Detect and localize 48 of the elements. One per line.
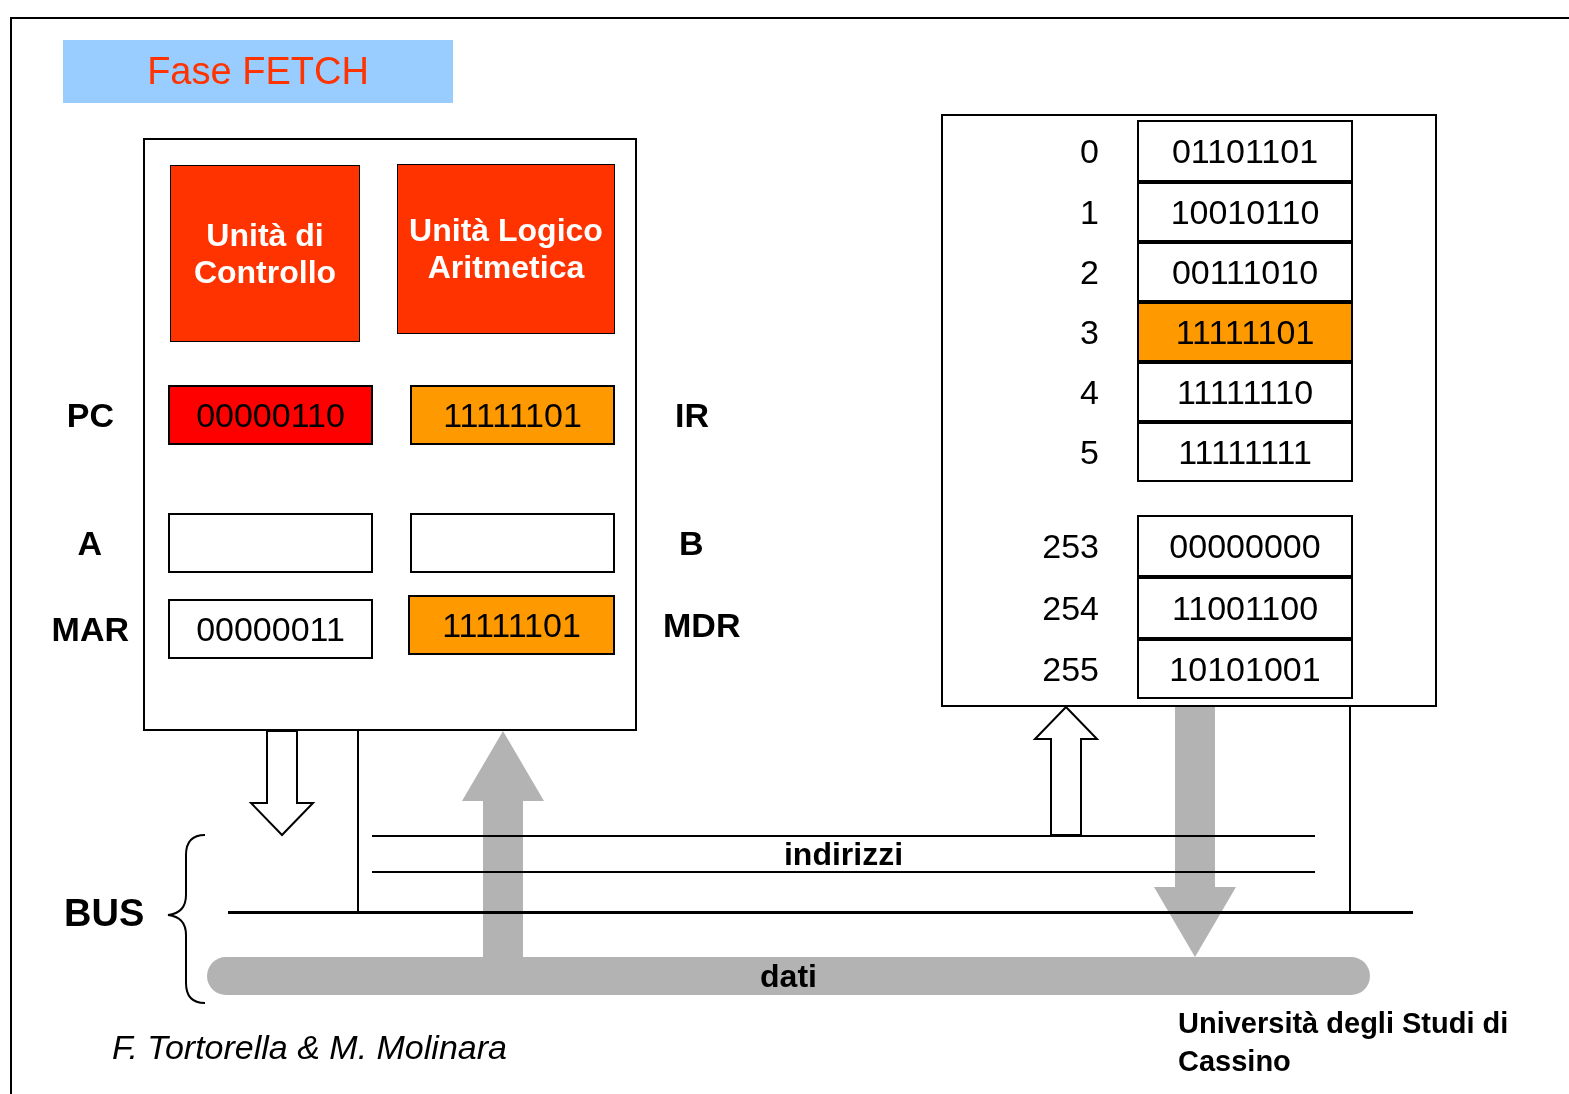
- register-name: A: [77, 523, 102, 563]
- memory-value: 11111110: [1176, 372, 1314, 412]
- memory-address: 255: [1042, 649, 1099, 689]
- register-value: 00000011: [196, 609, 345, 649]
- memory-value: 00000000: [1169, 526, 1321, 566]
- address-bus: [372, 835, 1315, 873]
- memory-value: 00111010: [1171, 252, 1319, 292]
- register-name: MAR: [51, 609, 129, 649]
- memory-value: 01101101: [1171, 131, 1319, 171]
- unit-box: [170, 165, 360, 342]
- memory-address: 4: [1080, 372, 1099, 412]
- memory-address: 1: [1080, 192, 1099, 232]
- memory-address: 2: [1080, 252, 1099, 292]
- bus-label: BUS: [64, 892, 145, 935]
- unit-label: Unità Logico Aritmetica: [408, 212, 604, 286]
- bus-label: indirizzi: [783, 835, 904, 873]
- block-arrow: [1154, 707, 1236, 957]
- register-name: IR: [675, 395, 709, 435]
- memory-value: 10010110: [1170, 192, 1320, 232]
- block-arrow: [1032, 705, 1100, 836]
- data-bus-bar: [207, 957, 1370, 995]
- register-value: 11111101: [442, 605, 581, 645]
- university-name: Università degli Studi di Cassino: [1178, 1006, 1510, 1079]
- memory-address: 253: [1042, 526, 1099, 566]
- memory-value: 11111111: [1178, 432, 1312, 472]
- control-bus-line: [228, 911, 1413, 914]
- register-name: B: [679, 523, 704, 563]
- block-arrow: [462, 731, 544, 957]
- unit-box: [397, 164, 615, 334]
- register-value: 11111101: [443, 395, 582, 435]
- connector-line: [1349, 706, 1351, 912]
- memory-address: 254: [1042, 588, 1099, 628]
- memory-address: 3: [1080, 312, 1099, 352]
- memory-address: 0: [1080, 131, 1099, 171]
- title-banner: Fase FETCH: [63, 40, 453, 103]
- memory-box: [941, 114, 1437, 707]
- register-value: 00000110: [196, 395, 345, 435]
- bus-label: dati: [760, 957, 817, 995]
- memory-value: 11111101: [1175, 312, 1315, 352]
- memory-value: 11001100: [1171, 588, 1319, 628]
- register-name: MDR: [663, 605, 741, 645]
- unit-label: Unità di Controllo: [192, 216, 338, 291]
- register-name: PC: [66, 395, 114, 435]
- connector-line: [357, 730, 359, 912]
- memory-address: 5: [1080, 432, 1099, 472]
- author-credit: F. Tortorella & M. Molinara: [112, 1028, 507, 1067]
- block-arrow: [248, 730, 316, 837]
- memory-value: 10101001: [1169, 649, 1321, 689]
